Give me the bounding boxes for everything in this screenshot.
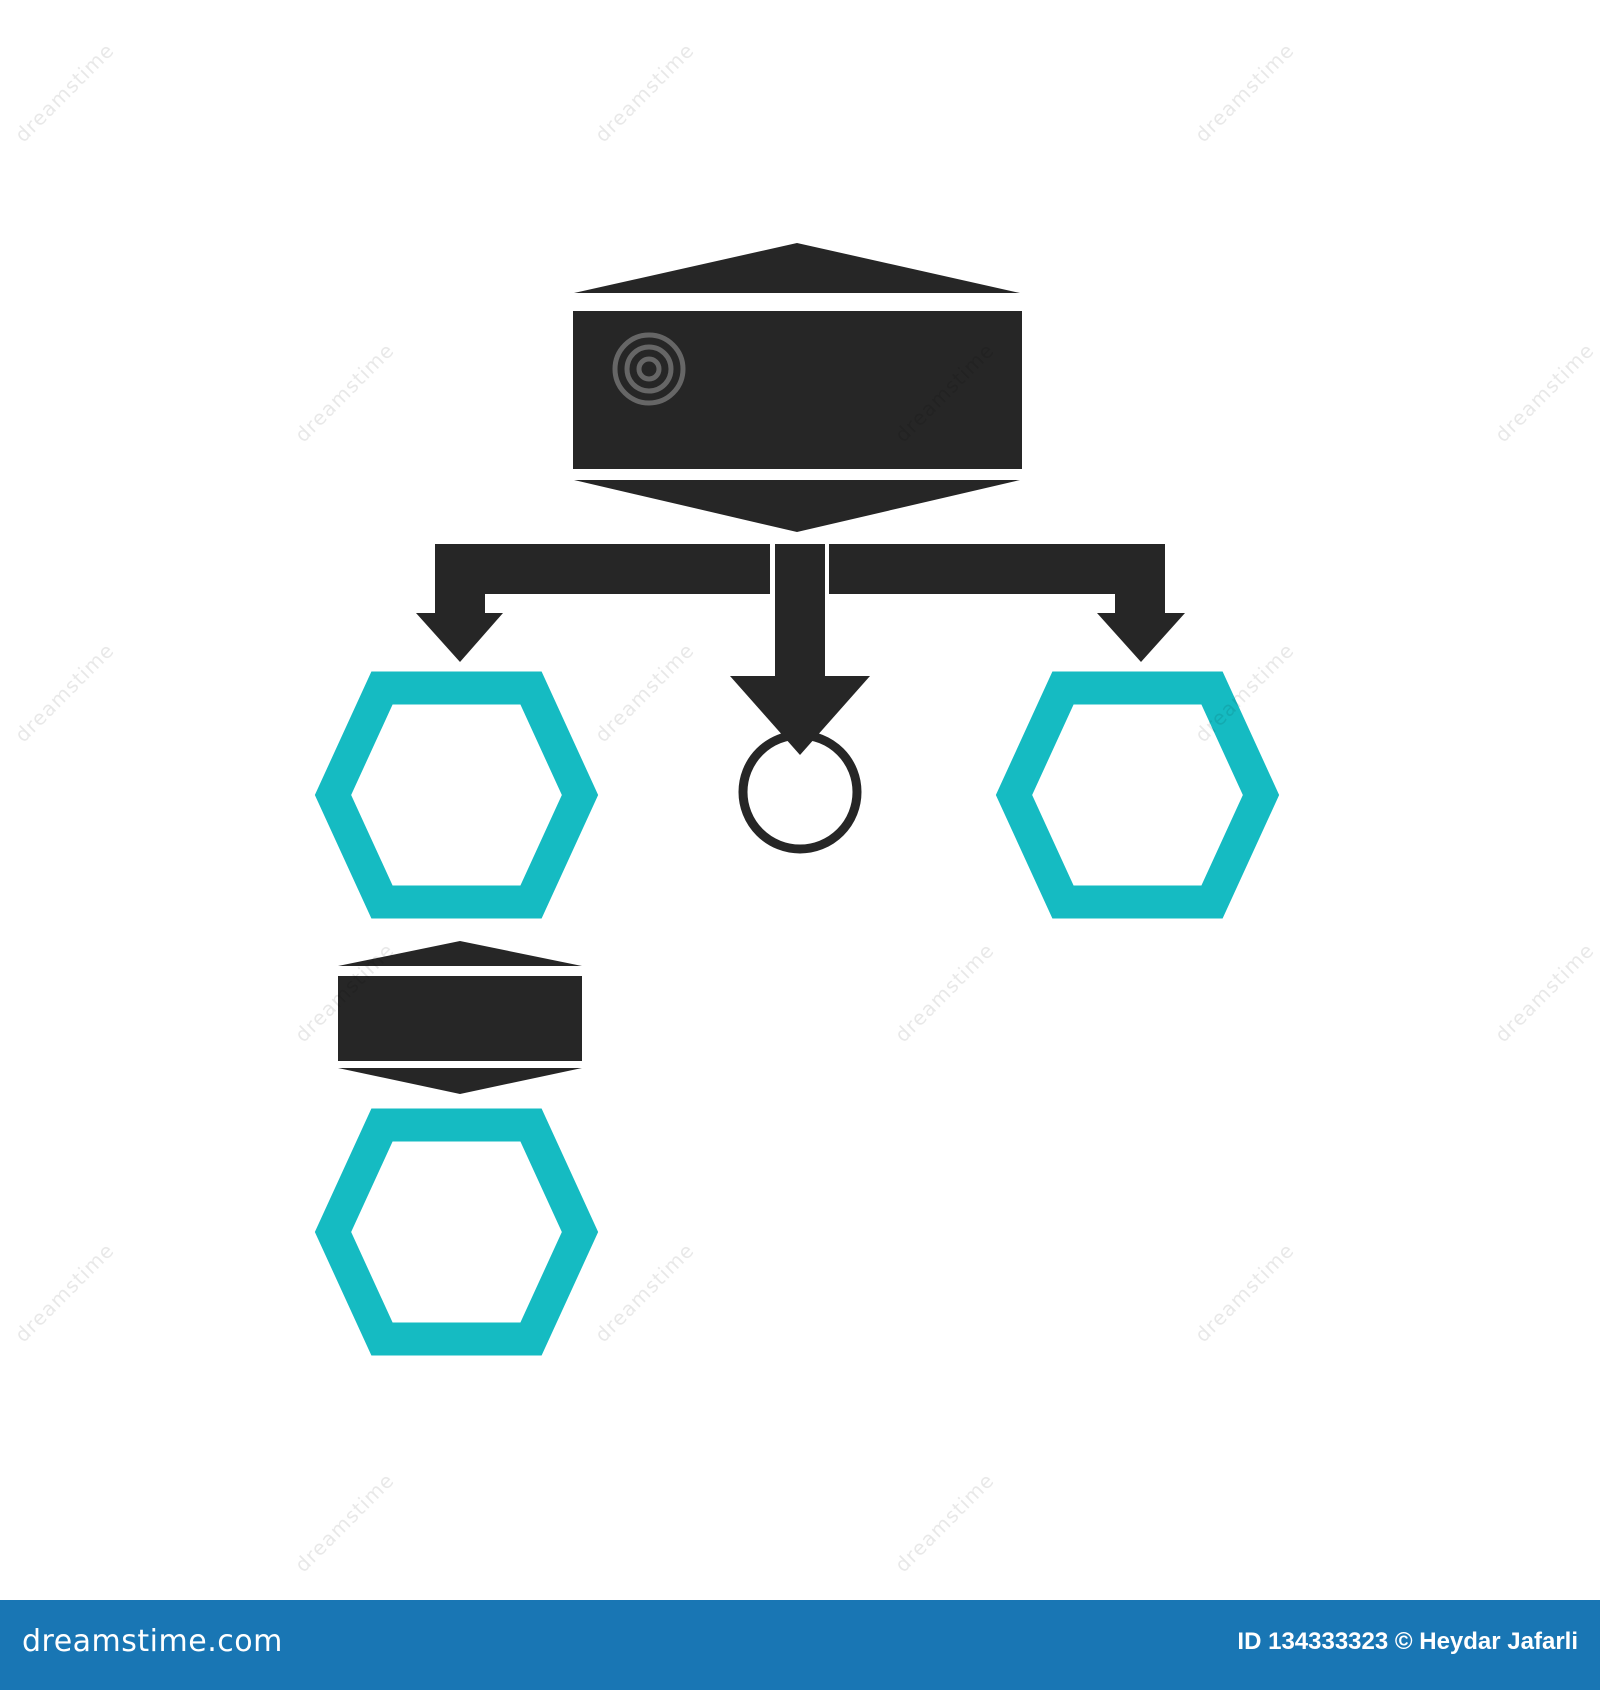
hexagon-icon-bottom [314, 1108, 599, 1356]
hexagon-icon-left [314, 671, 599, 919]
connector-stem-left [435, 544, 485, 614]
connector-stem-right [1115, 544, 1165, 614]
arrow-down-icon-right [1097, 613, 1185, 662]
connector-bar-right [829, 544, 1165, 594]
connector-stem-center [775, 544, 825, 676]
connector-lines [435, 544, 1165, 676]
top-block-cap [574, 243, 1020, 293]
lower-block-point [338, 1068, 582, 1094]
top-process-block [573, 243, 1022, 532]
footer-brand-logo[interactable]: dreamstime.com [22, 1624, 283, 1659]
connector-bar-left [435, 544, 770, 594]
footer-image-id-credit: ID 134333323 © Heydar Jafarli [1237, 1628, 1578, 1655]
hexagon-icon-right [995, 671, 1280, 919]
top-block-point [574, 480, 1020, 532]
flowchart-diagram [314, 243, 1280, 1356]
lower-process-block [338, 941, 582, 1094]
arrow-down-icon-left [416, 613, 503, 662]
lower-block-cap [338, 941, 582, 966]
arrow-down-icon-center [730, 676, 870, 755]
footer-bar: dreamstime.com ID 134333323 © Heydar Jaf… [0, 1600, 1600, 1690]
lower-block-body [338, 976, 582, 1061]
spiral-watermark-logo [612, 332, 686, 406]
circle-icon-end-node [738, 730, 862, 854]
